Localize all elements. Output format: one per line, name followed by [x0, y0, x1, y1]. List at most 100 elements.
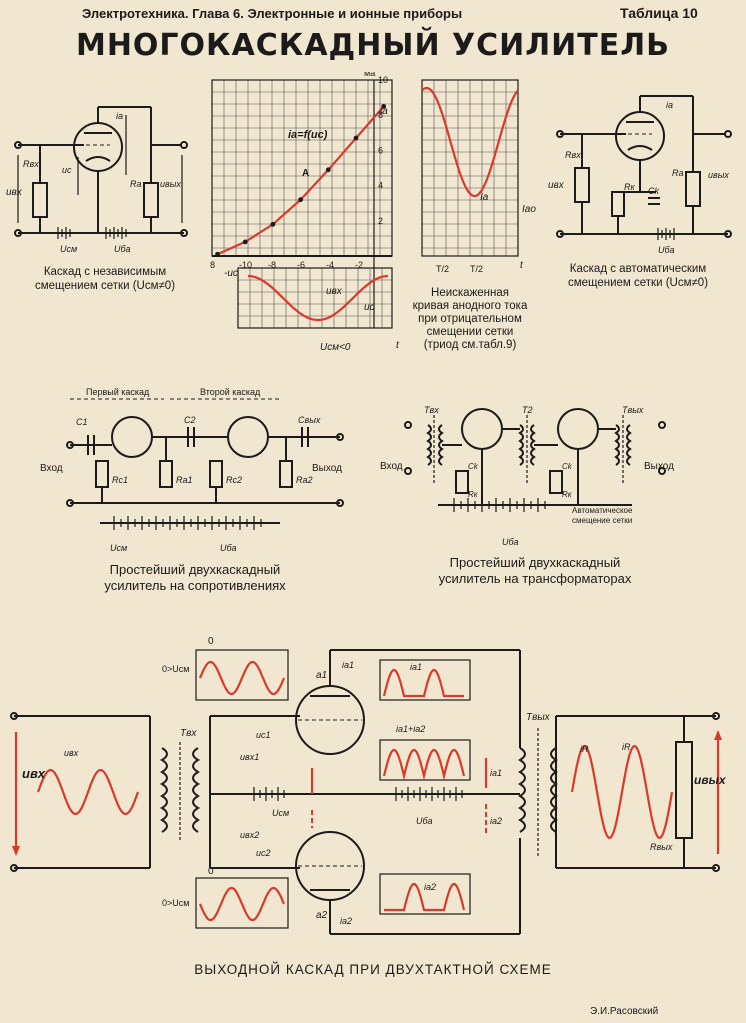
label-ucm-neg: Uсм<0 [320, 342, 351, 353]
label-t2: T2 [522, 405, 533, 415]
label-output-tr: Выход [644, 461, 674, 472]
pp-label-a2: a2 [316, 910, 328, 921]
label-uvx: uвх [6, 187, 23, 198]
label-ia: ia [116, 111, 123, 121]
label-ia-auto: ia [666, 100, 673, 110]
pp-label-ia1-inset: ia1 [410, 662, 422, 672]
label-uvyx-auto: uвых [708, 170, 729, 180]
pp-label-a1: a1 [316, 670, 327, 681]
curve-point [298, 197, 304, 203]
label-ck-tr1: Ck [468, 462, 479, 471]
x-tick-label: -4 [326, 260, 334, 270]
label-ra-auto: Ra [672, 168, 684, 178]
pp-label-uba: Uба [416, 816, 433, 826]
pp-label-uvyx: uвых [694, 773, 727, 787]
label-rk-tr1: Rк [468, 490, 479, 499]
x-tick-label: -2 [355, 260, 363, 270]
auto-bias-note-1: Автоматическое [572, 506, 633, 515]
pp-label-zero-bot: 0 [208, 866, 214, 877]
pp-label-zero-ucm-top: 0>Uсм [162, 664, 189, 674]
pp-label-tvyx: Tвых [526, 712, 551, 723]
half-period-1: T/2 [436, 264, 449, 274]
resistor-amplifier-schematic: Первый каскад Второй каскад C1 C2 Cвых R… [40, 387, 344, 553]
label-uc: uc [62, 165, 72, 175]
time-label: t [520, 260, 524, 271]
label-c2: C2 [184, 415, 196, 425]
label-input-tr: Вход [380, 461, 403, 472]
label-rvx-auto: Rвх [565, 150, 581, 160]
pp-label-ia2-inset: ia2 [424, 882, 436, 892]
header-chapter: Электротехника. Глава 6. Электронные и и… [82, 6, 463, 21]
pp-label-uvx: uвх [22, 766, 46, 781]
x-tick-label: -10 [239, 260, 252, 270]
pp-label-ir2: iR [622, 742, 631, 752]
label-uvyx: uвых [160, 179, 181, 189]
point-a-label: A [302, 168, 309, 179]
page-title: МНОГОКАСКАДНЫЙ УСИЛИТЕЛЬ [75, 28, 671, 63]
label-tvyx-tr: Tвых [622, 405, 644, 415]
header-table-number: Таблица 10 [620, 5, 698, 21]
label-rk-auto: Rк [624, 182, 635, 192]
label-ck-auto: Ck [648, 186, 659, 196]
pp-label-rvyx: Rвых [650, 842, 673, 852]
curve-point [270, 221, 276, 227]
curve-point [325, 167, 331, 173]
half-period-2: T/2 [470, 264, 483, 274]
label-rvx: Rвх [23, 159, 39, 169]
pp-label-uc2: uc2 [256, 848, 271, 858]
label-uba-tr: Uба [502, 537, 519, 547]
label-uba-res: Uба [220, 543, 237, 553]
pp-label-zero-top: 0 [208, 636, 214, 647]
label-tvx-tr: Tвх [424, 405, 439, 415]
time-label-lower: t [396, 340, 400, 351]
label-ra2: Ra2 [296, 475, 313, 485]
push-pull-stage-schematic: uвх uвх Tвх uвх1 uвх2 uc1 uc2 Uсм a1 a2 … [10, 636, 727, 935]
formula-label: ia=f(uc) [288, 129, 328, 141]
label-rk-tr2: Rк [562, 490, 573, 499]
label-uvx-auto: uвх [548, 180, 565, 191]
label-uvx-chart: uвх [326, 286, 343, 297]
label-rc2: Rc2 [226, 475, 242, 485]
label-ra: Ra [130, 179, 142, 189]
transformer-amplifier-schematic: Tвх T2 Tвых Ck Ck Rк Rк Автоматическое с… [380, 405, 674, 547]
pp-label-ia1-top: ia1 [342, 660, 354, 670]
label-uba-auto: Uба [658, 245, 675, 255]
fixed-bias-stage-schematic: uвх Rвх Ra uc ia uвых Uсм Uба [6, 106, 188, 254]
auto-bias-stage-schematic: uвх Rвх Ra Rк Ck uвых ia Uба [548, 95, 732, 255]
pp-label-ir1: iR [580, 744, 589, 754]
pp-label-ia2-bot: ia2 [340, 916, 352, 926]
label-cvyx: Cвых [298, 415, 321, 425]
label-output-res: Выход [312, 463, 342, 474]
pp-label-zero-ucm-bot: 0>Uсм [162, 898, 189, 908]
pp-label-ia-sum: ia1+ia2 [396, 724, 425, 734]
y-tick-label: 6 [378, 145, 383, 155]
pp-label-uvx1: uвх1 [240, 752, 259, 762]
curve-point [353, 135, 359, 141]
pp-label-uvx-wave: uвх [64, 748, 79, 758]
label-Iao: Iao [522, 204, 536, 215]
pp-label-ia1-arrow: ia1 [490, 768, 502, 778]
label-input-res: Вход [40, 463, 63, 474]
pp-label-tvx: Tвх [180, 728, 197, 739]
x-tick-label: -6 [297, 260, 305, 270]
y-tick-label: 10 [378, 75, 388, 85]
pp-label-ia2-arrow: ia2 [490, 816, 502, 826]
label-uc-chart: uc [364, 302, 375, 313]
label-ia-chart: ia [380, 106, 388, 117]
caption-push-pull: ВЫХОДНОЙ КАСКАД ПРИ ДВУХТАКТНОЙ СХЕМЕ [194, 962, 552, 977]
label-ucm: Uсм [60, 244, 77, 254]
curve-point [242, 239, 248, 245]
label-uba: Uба [114, 244, 131, 254]
x-tick-label: 8 [210, 260, 215, 270]
label-Ia: Ia [480, 192, 489, 203]
second-stage-label: Второй каскад [200, 387, 261, 397]
pp-label-uvx2: uвх2 [240, 830, 259, 840]
y-tick-label: 8 [378, 110, 383, 120]
pp-label-ucm: Uсм [272, 808, 289, 818]
label-neg-uc: -uc [224, 268, 238, 279]
